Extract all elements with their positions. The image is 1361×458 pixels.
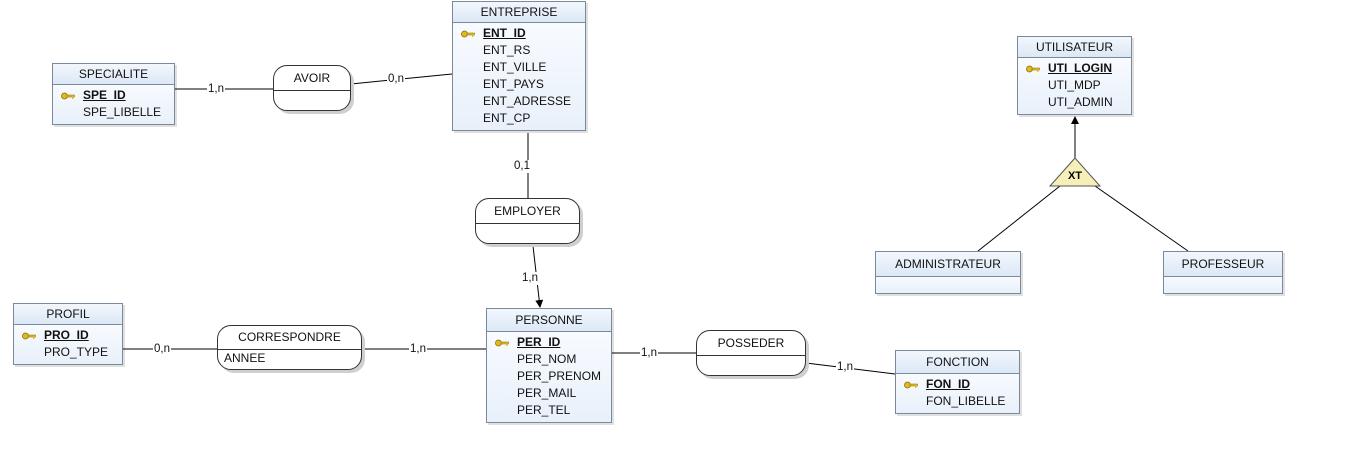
entity-administrateur[interactable]: ADMINISTRATEUR [875, 251, 1021, 294]
key-icon [61, 92, 75, 100]
entity-title: PROFESSEUR [1164, 252, 1282, 277]
entity-title: ADMINISTRATEUR [876, 252, 1020, 277]
relationship-correspondre[interactable]: CORRESPONDRE ANNEE [217, 325, 362, 370]
relationship-title: AVOIR [293, 71, 331, 85]
relationship-attribute: ANNEE [218, 349, 361, 369]
key-icon [904, 381, 918, 389]
relationship-title: POSSEDER [717, 336, 785, 350]
entity-specialite[interactable]: SPECIALITE SPE_ID SPE_LIBELLE [52, 63, 175, 125]
entity-fonction[interactable]: FONCTION FON_ID FON_LIBELLE [895, 350, 1020, 414]
relationship-avoir[interactable]: AVOIR [273, 65, 351, 111]
attribute: PRO_TYPE [44, 345, 109, 359]
attribute: PER_TEL [517, 403, 571, 417]
inheritance-triangle [1048, 157, 1102, 187]
attribute-label: UTI_LOGIN [1048, 61, 1113, 75]
relationship-posseder[interactable]: POSSEDER [696, 330, 806, 376]
attribute: FON_LIBELLE [926, 394, 1006, 408]
attribute: ENT_CP [483, 111, 531, 125]
attribute: ENT_VILLE [483, 60, 547, 74]
entity-utilisateur[interactable]: UTILISATEUR UTI_LOGIN UTI_MDP UTI_ADMIN [1017, 36, 1132, 115]
attribute: UTI_ADMIN [1048, 95, 1113, 109]
attribute-label: PRO_ID [44, 328, 89, 342]
entity-title: SPECIALITE [53, 64, 174, 85]
attribute-label: PER_ID [517, 335, 561, 349]
attribute: UTI_MDP [1048, 78, 1101, 92]
link-xt-professeur [1094, 185, 1189, 252]
entity-title: FONCTION [896, 351, 1019, 374]
relationship-employer[interactable]: EMPLOYER [475, 198, 580, 244]
attribute: ENT_ADRESSE [483, 94, 572, 108]
primary-key: UTI_LOGIN [1018, 60, 1131, 77]
cardinality-personne-correspondre: 1,n [409, 343, 427, 356]
link-xt-administrateur [977, 185, 1061, 252]
cardinality-personne-employer: 1,n [521, 272, 539, 285]
attribute: PER_PRENOM [517, 369, 602, 383]
cardinality-entreprise-avoir: 0,n [387, 73, 405, 86]
primary-key: ENT_ID [453, 25, 585, 42]
entity-title: ENTREPRISE [453, 2, 585, 23]
primary-key: SPE_ID [53, 87, 174, 104]
entity-profil[interactable]: PROFIL PRO_ID PRO_TYPE [13, 303, 123, 365]
primary-key: PER_ID [487, 334, 611, 351]
attribute: ENT_PAYS [483, 77, 544, 91]
cardinality-profil-correspondre: 0,n [153, 343, 171, 356]
entity-title: PROFIL [14, 304, 122, 325]
entity-professeur[interactable]: PROFESSEUR [1163, 251, 1283, 294]
inheritance-label: XT [1068, 170, 1082, 182]
attribute: PER_MAIL [517, 386, 577, 400]
cardinality-personne-posseder: 1,n [640, 347, 658, 360]
entity-entreprise[interactable]: ENTREPRISE ENT_ID ENT_RS ENT_VILLE ENT_P… [452, 1, 586, 131]
entity-personne[interactable]: PERSONNE PER_ID PER_NOM PER_PRENOM PER_M… [486, 308, 612, 423]
attribute: SPE_LIBELLE [83, 105, 162, 119]
key-icon [495, 339, 509, 347]
attribute-label: ENT_ID [483, 26, 526, 40]
relationship-title: CORRESPONDRE [238, 330, 341, 344]
primary-key: PRO_ID [14, 327, 122, 344]
entity-title: UTILISATEUR [1018, 37, 1131, 58]
primary-key: FON_ID [896, 376, 1019, 393]
cardinality-specialite-avoir: 1,n [207, 83, 225, 96]
attribute-label: SPE_ID [83, 88, 126, 102]
relationship-title: EMPLOYER [494, 204, 561, 218]
key-icon [1026, 65, 1040, 73]
entity-title: PERSONNE [487, 309, 611, 332]
cardinality-fonction-posseder: 1,n [836, 361, 854, 374]
key-icon [22, 332, 36, 340]
attribute-label: FON_ID [926, 377, 971, 391]
cardinality-entreprise-employer: 0,1 [513, 160, 531, 173]
attribute: ENT_RS [483, 43, 531, 57]
attribute: PER_NOM [517, 352, 577, 366]
key-icon [461, 30, 475, 38]
